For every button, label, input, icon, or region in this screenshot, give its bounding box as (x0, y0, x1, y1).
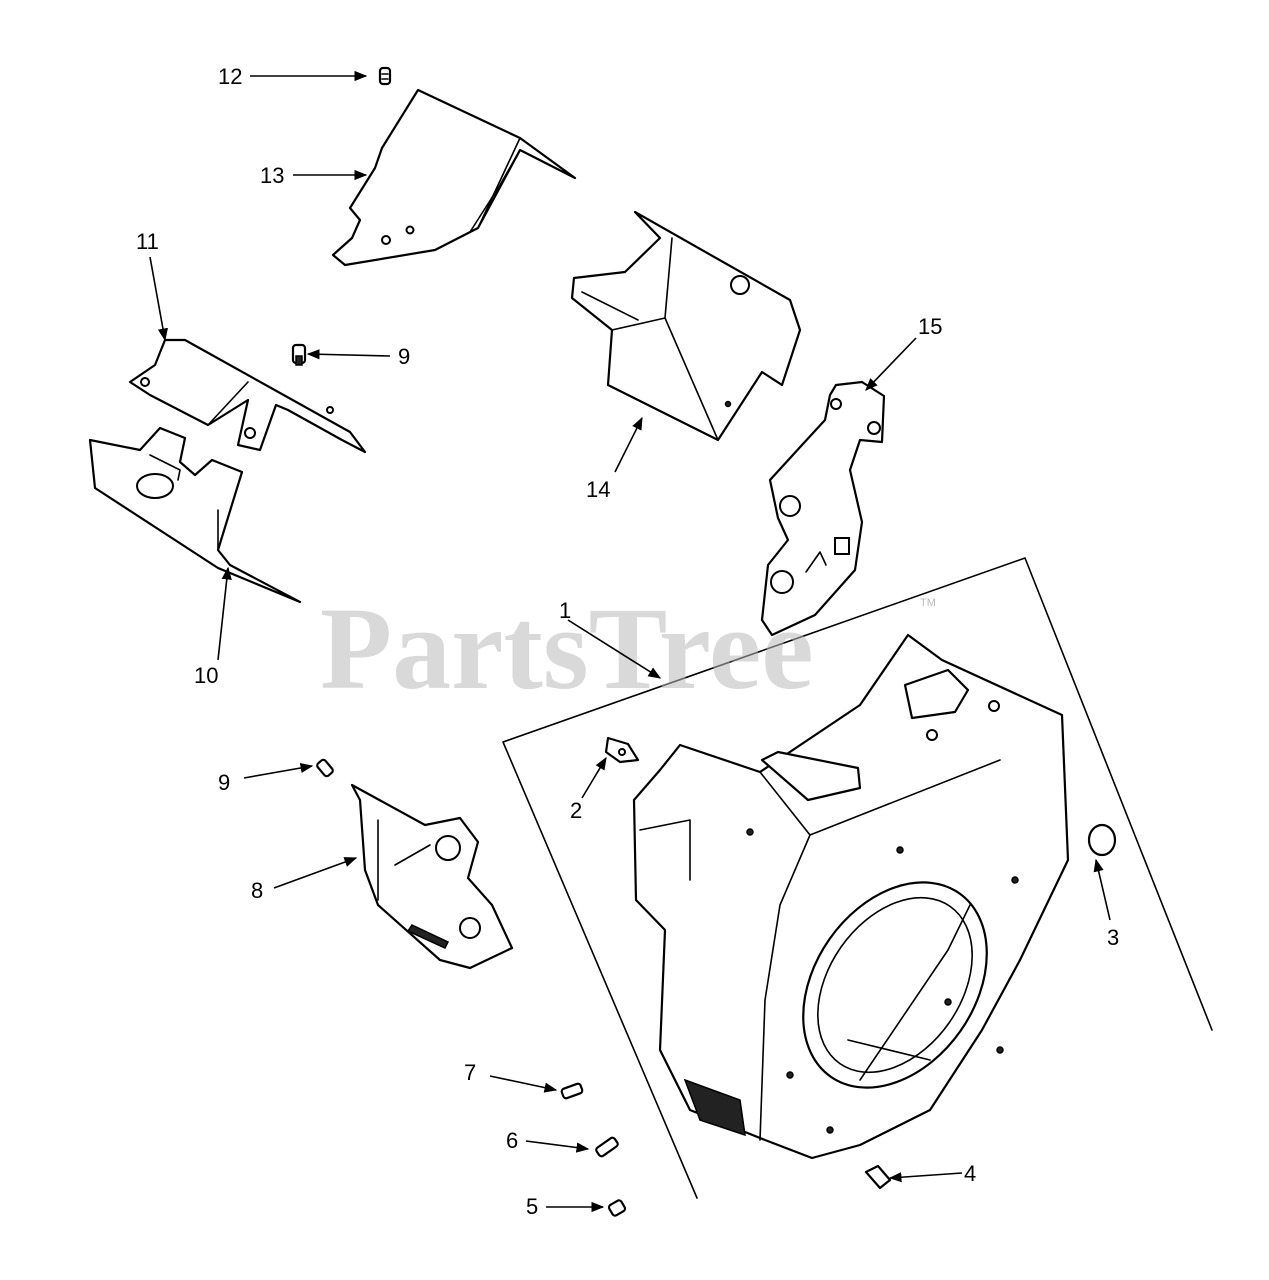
callout-7[interactable]: 7 (464, 1060, 476, 1085)
watermark-brand: PartsTree (320, 583, 814, 714)
part-9-screw-lower[interactable] (316, 758, 334, 778)
callout-2[interactable]: 2 (570, 798, 582, 823)
leader-lines (149, 70, 1111, 1213)
part-15-bracket[interactable] (760, 380, 886, 637)
callout-6[interactable]: 6 (506, 1128, 518, 1153)
part-13-upper-shroud[interactable] (331, 88, 577, 267)
watermark-trademark: TM (920, 597, 936, 609)
callout-13[interactable]: 13 (260, 163, 284, 188)
part-12-screw[interactable] (378, 66, 392, 86)
part-3-plug[interactable] (1087, 823, 1117, 857)
callout-8[interactable]: 8 (251, 878, 263, 903)
part-10-baffle[interactable] (88, 426, 302, 604)
callout-4[interactable]: 4 (964, 1161, 976, 1186)
part-9-screw-upper[interactable] (291, 343, 307, 366)
part-8-bracket[interactable] (350, 783, 514, 970)
part-5-screw[interactable] (607, 1199, 627, 1217)
part-11-baffle[interactable] (128, 338, 367, 454)
part-14-center-shroud[interactable] (570, 210, 802, 442)
callout-9-upper[interactable]: 9 (398, 344, 410, 369)
part-6-screw[interactable] (595, 1136, 619, 1158)
part-7-screw[interactable] (560, 1082, 584, 1100)
callout-11[interactable]: 11 (136, 229, 159, 254)
callout-15[interactable]: 15 (918, 314, 942, 339)
assembly-boundary (502, 557, 1213, 1199)
callout-1[interactable]: 1 (559, 598, 571, 623)
part-4-nut[interactable] (864, 1164, 892, 1190)
callout-3[interactable]: 3 (1107, 925, 1119, 950)
part-2-clip[interactable] (604, 736, 640, 764)
callout-9-lower[interactable]: 9 (218, 770, 230, 795)
part-1-blower-housing[interactable] (632, 633, 1070, 1160)
callout-14[interactable]: 14 (586, 477, 610, 502)
callout-12[interactable]: 12 (218, 64, 242, 89)
callout-10[interactable]: 10 (194, 663, 218, 688)
callout-5[interactable]: 5 (526, 1194, 538, 1219)
